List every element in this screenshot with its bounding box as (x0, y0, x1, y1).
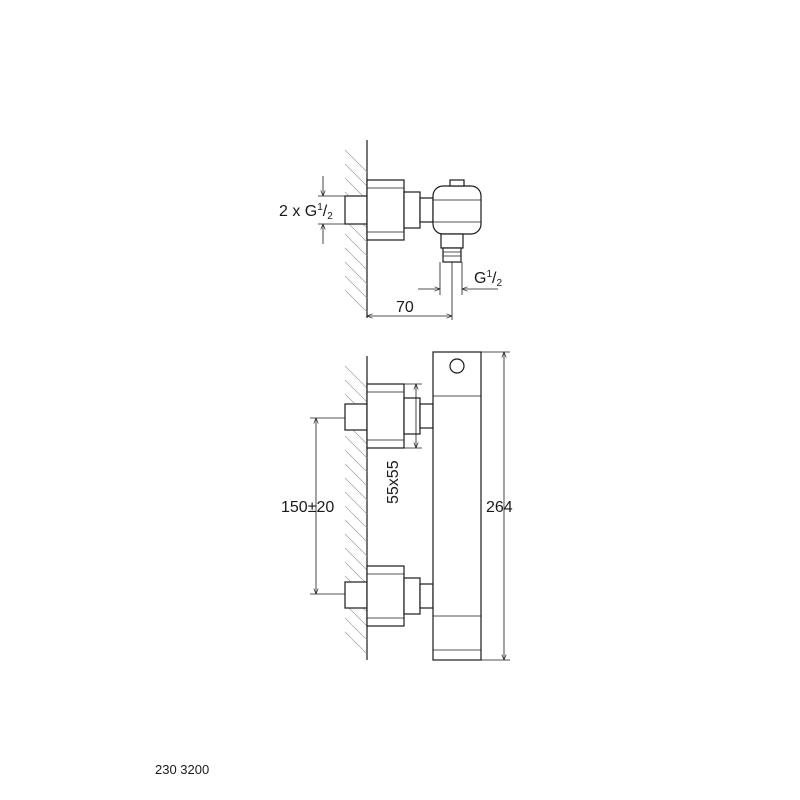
top-cap (449, 179, 465, 187)
outlet-thread-slash: / (492, 270, 497, 287)
top-connector-nut (403, 191, 421, 229)
inlet-thread-dimension: 2 x G1/2 (279, 176, 345, 244)
article-number: 230 3200 (155, 762, 210, 777)
top-outlet-thread (442, 247, 462, 263)
escutcheon-dimension: 55x55 (385, 383, 422, 504)
front-view: 150±20 55x55 264 (281, 351, 513, 661)
body-height-dimension: 264 (481, 351, 513, 661)
body-height-label: 264 (486, 499, 513, 516)
svg-text:2 x G1/2: 2 x G1/2 (279, 202, 333, 222)
svg-text:G1/2: G1/2 (474, 269, 502, 289)
top-thermostat-body (432, 185, 482, 235)
inlet-thread-slash: / (323, 203, 328, 220)
lower-escutcheon (366, 565, 405, 627)
outlet-thread-prefix: G (474, 270, 486, 287)
upper-connector-nut (403, 397, 421, 435)
lower-connector-nut (403, 577, 421, 615)
front-wall-hatch (344, 356, 368, 660)
inlet-thread-den: 2 (327, 211, 333, 222)
center-distance-label: 150±20 (281, 499, 334, 516)
center-distance-dimension: 150±20 (281, 417, 345, 595)
lower-inlet (344, 565, 434, 627)
projection-dimension: 70 (367, 262, 453, 320)
upper-escutcheon (366, 383, 405, 449)
top-escutcheon (366, 179, 405, 241)
upper-inlet (344, 383, 434, 449)
inlet-thread-num: 1 (317, 202, 323, 213)
upper-inlet-pipe (344, 403, 368, 431)
top-outlet-stub (440, 233, 464, 249)
outlet-thread-den: 2 (496, 278, 502, 289)
projection-label: 70 (396, 299, 414, 316)
escutcheon-label: 55x55 (385, 460, 402, 504)
inlet-thread-prefix: 2 x G (279, 203, 317, 220)
lower-inlet-pipe (344, 581, 368, 609)
top-inlet-pipe (344, 195, 368, 225)
front-thermostat-body (432, 351, 482, 661)
temperature-knob-marker (449, 358, 465, 374)
top-wall-hatch (344, 140, 368, 318)
top-view: 2 x G1/2 G1/2 70 (279, 140, 502, 320)
outlet-thread-dimension: G1/2 (418, 262, 502, 295)
outlet-thread-num: 1 (486, 269, 492, 280)
